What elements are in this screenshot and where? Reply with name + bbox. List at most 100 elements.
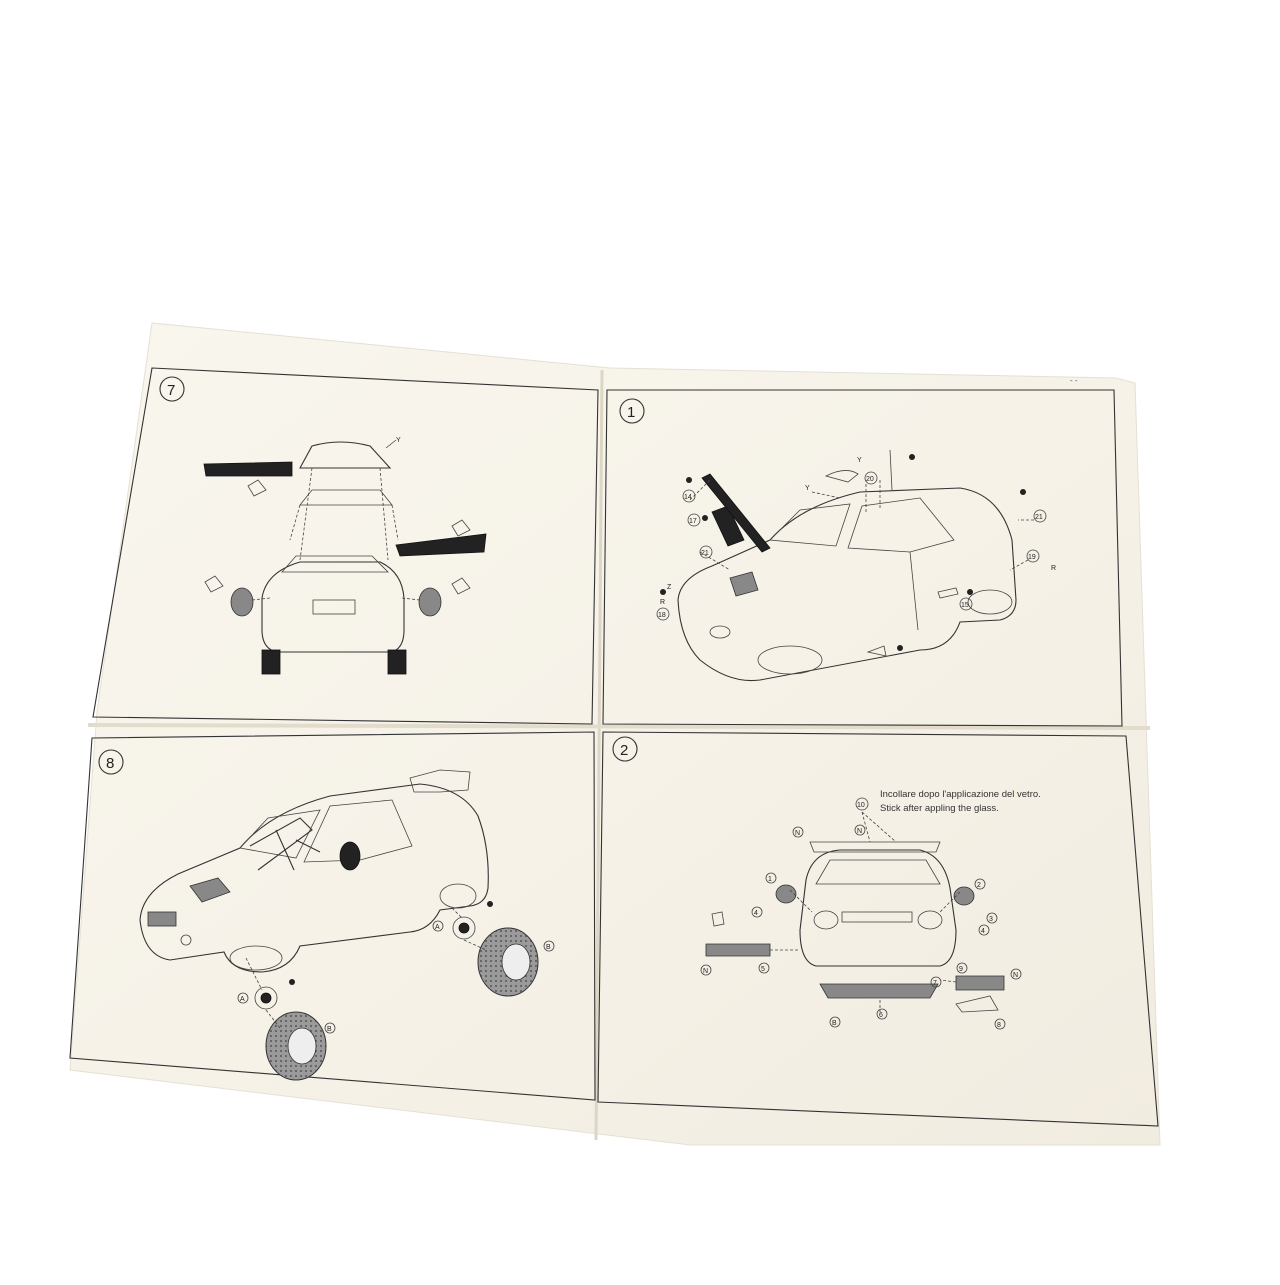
rear-hub	[452, 916, 476, 940]
rear-wheel-rim	[501, 943, 531, 981]
callout-a-front: A	[240, 996, 245, 1003]
panel-step-2: 2 Incollare dopo l'applicazione del vetr…	[612, 736, 1041, 1030]
step-8-number: 8	[106, 755, 114, 772]
side-windows	[847, 497, 955, 553]
roof-strip-decal	[809, 841, 941, 853]
callout-r-b: R	[1051, 565, 1056, 572]
step-8-badge	[98, 749, 124, 775]
callout-6: 6	[879, 1012, 883, 1019]
left-lamp-lens	[775, 884, 797, 904]
front-windscreen	[815, 859, 941, 885]
right-mudflap	[387, 649, 407, 675]
callout-17: 17	[689, 518, 697, 525]
callout-z: Z	[667, 584, 672, 591]
callout-r-a: R	[660, 599, 665, 606]
left-mudflap	[261, 649, 281, 675]
rear-window	[281, 555, 389, 573]
bonnet-grille-decal	[729, 571, 759, 597]
right-side-skirt	[395, 533, 487, 557]
step-2-badge	[612, 736, 638, 762]
bonnet-vent-decal	[711, 505, 745, 547]
front-grille-2	[841, 911, 913, 923]
panel-frame-7	[92, 367, 599, 725]
roof-antenna	[889, 449, 893, 491]
rear-arch	[439, 883, 477, 909]
step-7-badge	[159, 376, 185, 402]
corner-mark: - -	[1070, 376, 1078, 385]
door-handle-decal	[937, 587, 959, 599]
callout-n-d: N	[1013, 972, 1018, 979]
callout-10: 10	[857, 802, 865, 809]
rear-window-panel	[299, 489, 393, 506]
right-lamp-lens	[953, 886, 975, 906]
flag-piece	[711, 911, 725, 927]
right-headlamp	[917, 910, 943, 930]
panel-frame-1	[602, 389, 1123, 727]
panel-step-8: 8 A A B B	[98, 749, 555, 1081]
mirror-decal	[824, 470, 859, 483]
windshield	[769, 503, 851, 547]
front-arch	[229, 945, 283, 971]
front-headlight	[709, 625, 731, 639]
step-1-badge	[619, 398, 645, 424]
callout-18: 18	[658, 612, 666, 619]
callout-n-a: N	[795, 830, 800, 837]
roll-cage	[249, 817, 321, 871]
decal-flag-4	[451, 577, 471, 595]
car-front-outline	[799, 849, 957, 967]
bonnet-vent	[189, 877, 231, 903]
callout-n-c: N	[703, 968, 708, 975]
callout-8: 8	[997, 1022, 1001, 1029]
callout-a-rear: A	[435, 924, 440, 931]
callout-5: 5	[761, 966, 765, 973]
door-line	[909, 551, 919, 631]
callout-b: B	[832, 1020, 837, 1027]
callout-4-a: 4	[754, 910, 758, 917]
panel-step-1: 1 14 17 21	[619, 398, 1056, 682]
callout-21-b: 21	[1035, 514, 1043, 521]
callout-y-a: Y	[805, 485, 810, 492]
callout-n-b: N	[857, 828, 862, 835]
callout-9: 9	[959, 966, 963, 973]
front-grille	[147, 911, 177, 927]
seat	[339, 841, 361, 871]
left-light-bar	[705, 943, 771, 957]
callout-y-b: Y	[857, 457, 862, 464]
step-7-number: 7	[167, 382, 175, 399]
callout-y: Y	[396, 437, 401, 444]
callout-19: 19	[1028, 554, 1036, 561]
lower-grille-decal	[819, 983, 939, 999]
decal-flag-2	[451, 519, 471, 537]
left-tail-light	[230, 587, 254, 617]
step-1-callouts: 14 17 21 18 21 19 20 15 Y Y Z R R	[656, 454, 1056, 651]
note-italian: Incollare dopo l'applicazione del vetro.	[880, 789, 1041, 800]
front-wheel-rim	[287, 1027, 317, 1065]
left-spoiler-strip	[203, 461, 293, 477]
callout-1: 1	[768, 876, 772, 883]
vertical-fold	[594, 369, 604, 1141]
callout-21-a: 21	[701, 550, 709, 557]
license-plate	[312, 599, 356, 615]
panel-frame-8	[69, 731, 596, 1101]
roof-guide-lines	[289, 467, 399, 561]
rear-hub-inner	[458, 922, 470, 934]
rear-wheel-arch	[967, 589, 1013, 615]
callout-20: 20	[866, 476, 874, 483]
right-lamp-cover	[955, 995, 999, 1013]
left-headlamp	[813, 910, 839, 930]
panel-frame-2	[597, 731, 1159, 1127]
panel-step-7: 7 Y	[159, 376, 487, 675]
decal-flag-3	[204, 575, 224, 593]
step-1-number: 1	[627, 404, 635, 421]
rally-spoiler	[409, 769, 471, 793]
callout-3: 3	[989, 916, 993, 923]
windscreen-strip-decal	[701, 473, 771, 553]
callout-7: 7	[933, 980, 937, 987]
fog-lamp	[180, 934, 192, 946]
callout-15: 15	[961, 602, 969, 609]
callout-leader-y	[385, 439, 397, 449]
front-wheel-arch	[757, 645, 823, 675]
note-english: Stick after appling the glass.	[880, 803, 999, 814]
